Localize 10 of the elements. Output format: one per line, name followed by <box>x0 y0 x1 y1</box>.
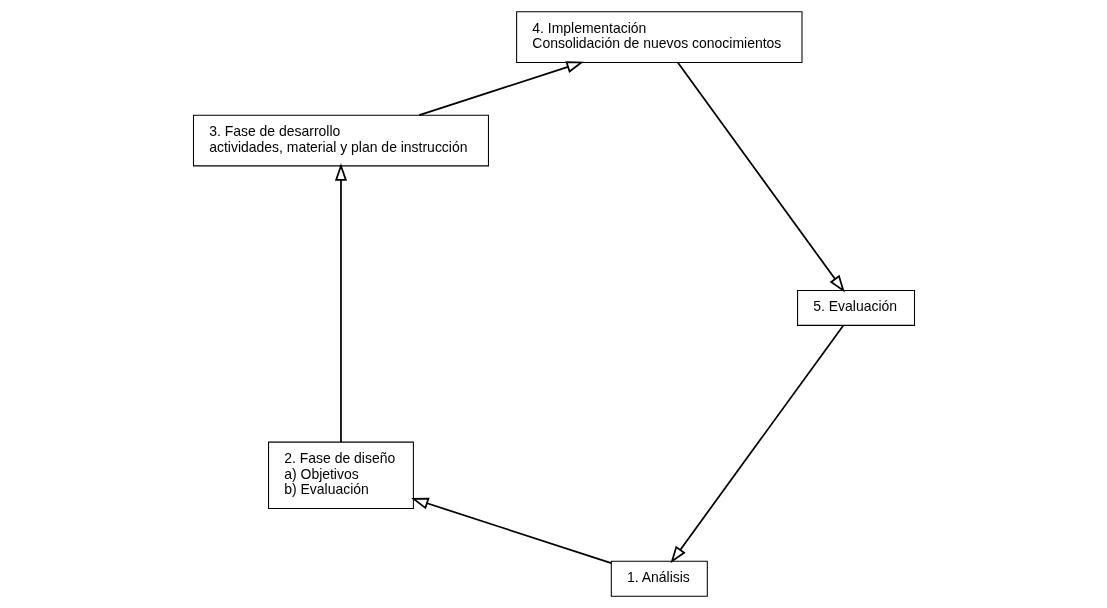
node-box: 5. Evaluación <box>796 289 915 326</box>
node-box: 2. Fase de diseño a) Objetivos b) Evaluación <box>267 441 414 509</box>
arrow <box>334 163 347 443</box>
arrow <box>669 324 844 564</box>
arrow <box>410 497 612 564</box>
arrow <box>417 61 584 116</box>
node-box: 3. Fase de desarrollo actividades, material y plan de instrucción <box>192 114 489 167</box>
node-box: 4. Implementación Consolidación de nuevos conocimientos <box>515 11 802 63</box>
node-box: 1. Análisis <box>610 560 708 597</box>
arrow <box>676 61 845 293</box>
